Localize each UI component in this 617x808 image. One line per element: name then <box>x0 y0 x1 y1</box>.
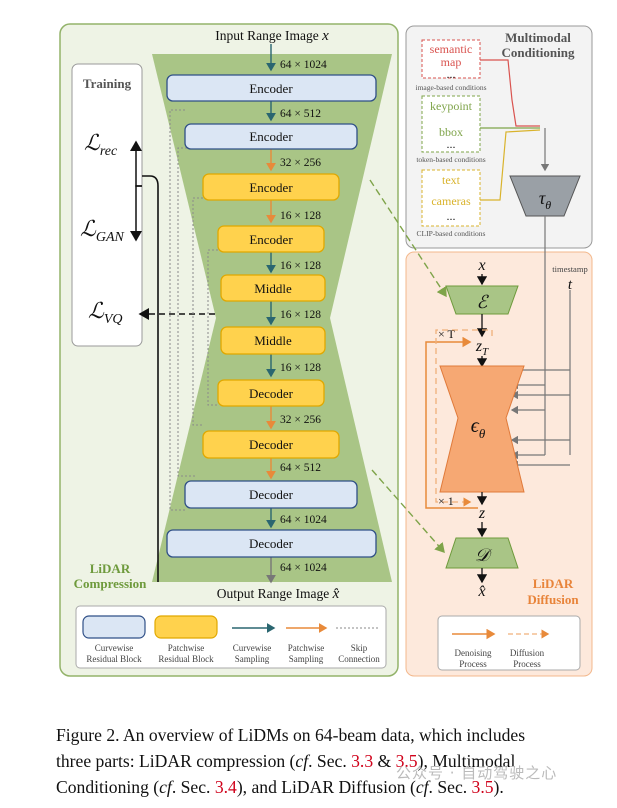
encoder-label: Encoder <box>249 180 293 195</box>
encoder-block-3 <box>202 173 340 201</box>
watermark: 公众号 · 自动驾驶之心 <box>396 764 558 782</box>
training-title: Training <box>83 76 132 91</box>
dim-label: 16 × 128 <box>280 309 321 321</box>
z-label: z <box>478 505 486 522</box>
encoder-label: Encoder <box>249 129 293 144</box>
decoder-label: Decoder <box>249 487 294 502</box>
dim-label: 32 × 256 <box>280 414 321 426</box>
svg-text:text: text <box>442 173 461 187</box>
diffusion-decoder <box>445 537 519 569</box>
encoder-block-2 <box>184 123 358 150</box>
semantic-map-box <box>421 39 481 79</box>
svg-text:keypoint: keypoint <box>430 99 473 113</box>
clip-based-label: CLIP-based conditions <box>417 229 486 238</box>
skip-connections <box>169 109 218 511</box>
loss-rec: ℒrec <box>84 130 118 159</box>
middle-label: Middle <box>254 281 292 296</box>
times-T: × T <box>438 327 456 341</box>
legend-curvewise-swatch <box>82 615 146 639</box>
token-box <box>421 95 481 153</box>
svg-text:bbox: bbox <box>439 125 463 139</box>
svg-text:...: ... <box>447 209 456 223</box>
dec-symbol: 𝒟 <box>475 545 493 565</box>
eps-network <box>439 365 525 493</box>
dim-label: 64 × 1024 <box>280 59 327 71</box>
ref-link[interactable]: 3.5 <box>395 751 418 771</box>
legend-patchwise-swatch <box>154 615 218 639</box>
dim-label: 64 × 1024 <box>280 562 327 574</box>
loss-vq: ℒVQ <box>88 298 123 327</box>
image-based-label: image-based conditions <box>415 83 486 92</box>
figure-caption: Figure 2. An overview of LiDMs on 64-bea… <box>56 725 526 797</box>
decoder-label: Decoder <box>249 536 294 551</box>
eps-label: ϵθ <box>471 415 486 441</box>
t-label: t <box>568 277 573 293</box>
svg-text:...: ... <box>447 137 456 151</box>
encoder-block-1 <box>166 74 377 102</box>
dim-label: 16 × 128 <box>280 362 321 374</box>
encoder-label: Encoder <box>249 81 293 96</box>
decoder-block-1 <box>217 379 325 407</box>
diffusion-encoder <box>445 285 519 315</box>
ref-link[interactable]: 3.3 <box>351 751 374 771</box>
training-box <box>71 63 143 347</box>
enc-symbol: ℰ <box>477 292 490 312</box>
times-1: × 1 <box>438 494 454 508</box>
middle-label: Middle <box>254 333 292 348</box>
training-brace <box>142 175 159 583</box>
tau-encoder <box>509 175 581 217</box>
decoder-block-4 <box>166 529 377 558</box>
encoder-block-4 <box>217 225 325 253</box>
svg-text:cameras: cameras <box>431 194 471 208</box>
figure-diagram: Training ℒrec ℒGAN ℒVQ Input Range Image… <box>59 23 593 677</box>
diffusion-x: x <box>477 257 485 274</box>
decoder-label: Decoder <box>249 386 294 401</box>
decoder-block-3 <box>184 480 358 509</box>
output-label: Output Range Image x̂ <box>217 586 340 602</box>
tau-label: τθ <box>539 188 551 212</box>
ref-link[interactable]: 3.5 <box>471 777 494 797</box>
ref-link[interactable]: 3.4 <box>214 777 237 797</box>
decoder-label: Decoder <box>249 437 294 452</box>
encoder-label: Encoder <box>249 232 293 247</box>
decoder-block-2 <box>202 430 340 459</box>
dim-label: 64 × 512 <box>280 462 321 474</box>
clip-box <box>421 169 481 227</box>
svg-text:...: ... <box>447 67 456 81</box>
loss-gan: ℒGAN <box>80 216 125 245</box>
middle-block-2 <box>220 326 326 355</box>
dim-label: 16 × 128 <box>280 260 321 272</box>
dim-label: 16 × 128 <box>280 210 321 222</box>
timestamp-label: timestamp <box>552 264 587 274</box>
diffusion-xhat: x̂ <box>477 583 485 600</box>
input-label: Input Range Image x <box>215 28 329 44</box>
middle-block-1 <box>220 274 326 302</box>
legend-left <box>75 605 387 669</box>
dim-label: 64 × 1024 <box>280 514 327 526</box>
dim-label: 64 × 512 <box>280 108 321 120</box>
token-based-label: token-based conditions <box>416 155 485 164</box>
dim-label: 32 × 256 <box>280 157 321 169</box>
zT-label: zT <box>475 338 489 358</box>
